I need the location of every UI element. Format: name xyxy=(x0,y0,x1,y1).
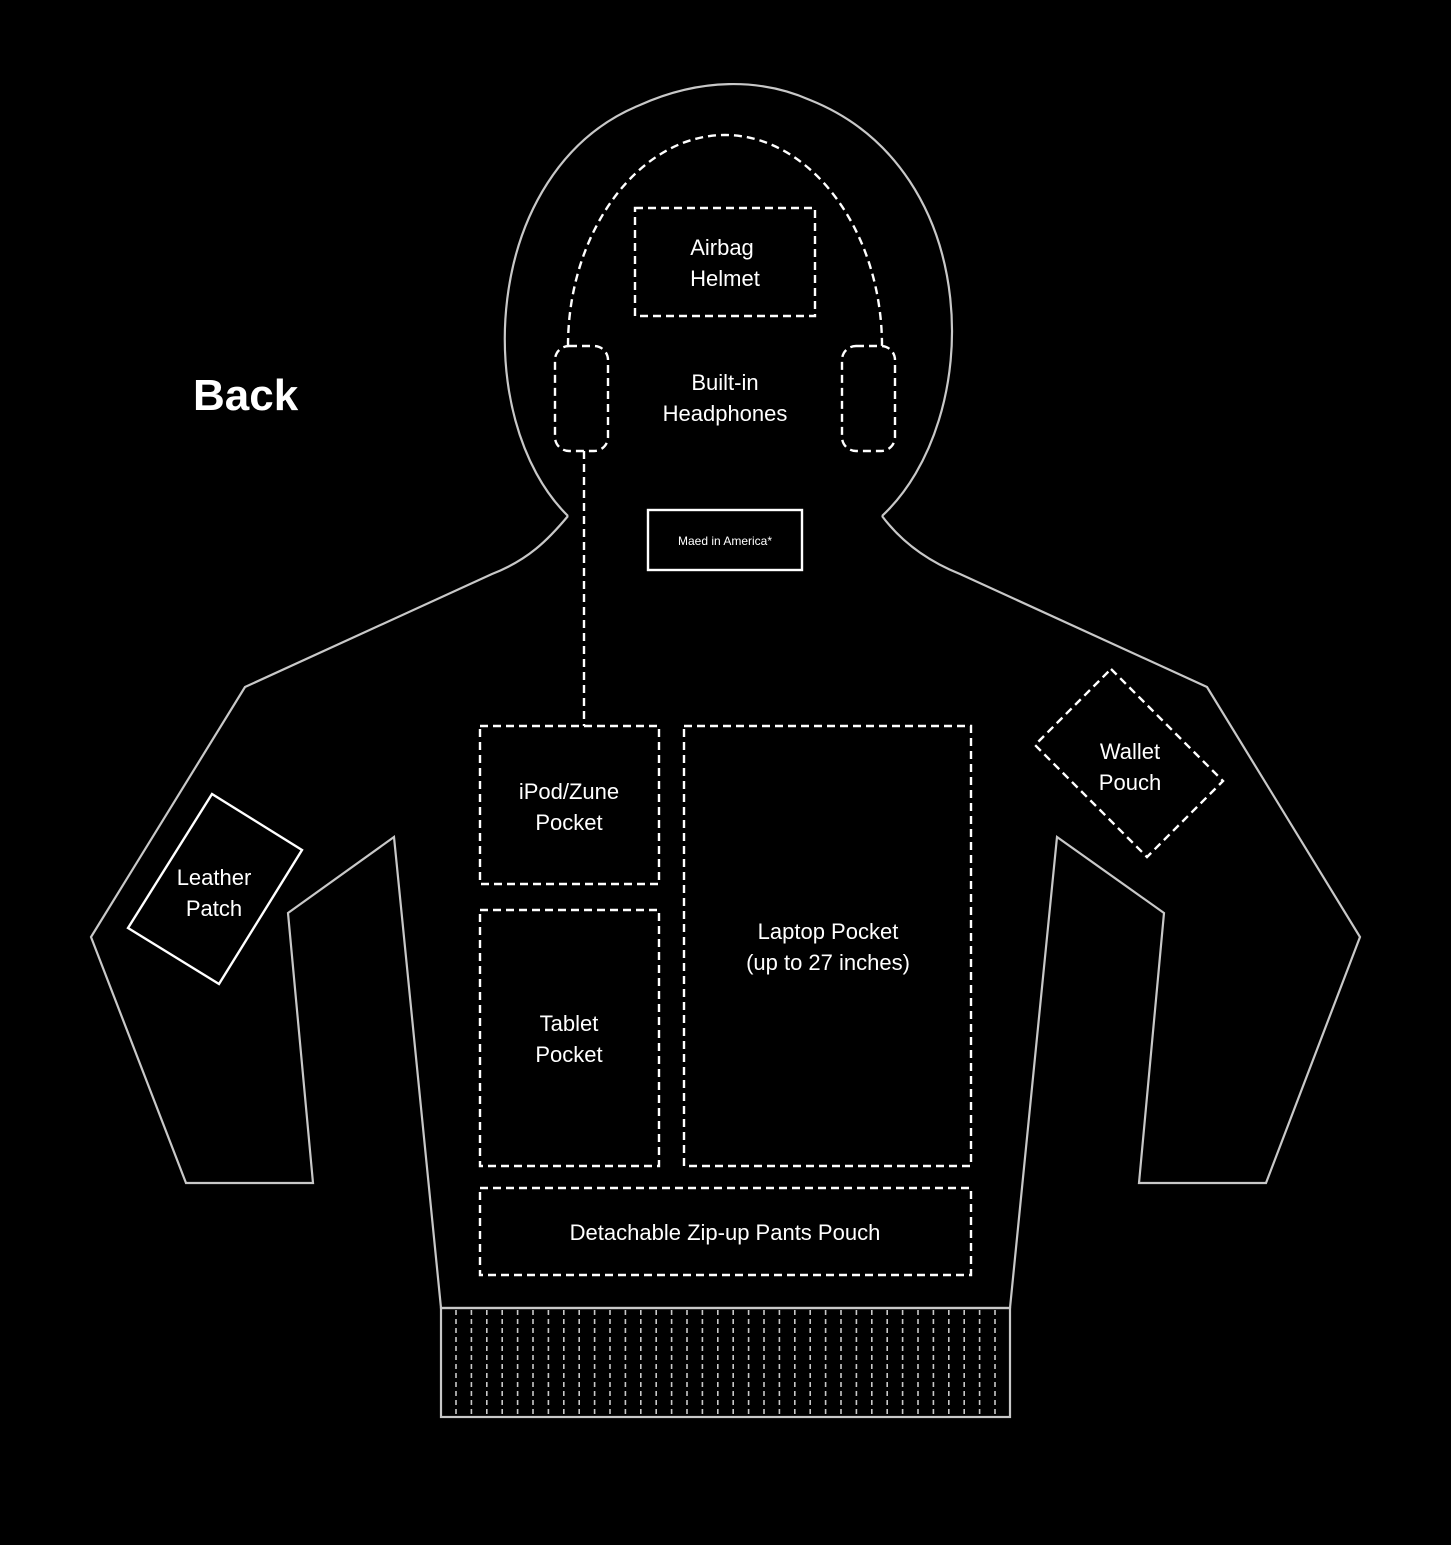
hood-outline xyxy=(503,83,954,517)
airbag-helmet-box xyxy=(633,206,817,318)
leather-patch-label-line1: Leather xyxy=(177,865,252,890)
ipod-pocket-label-line1: iPod/Zune xyxy=(519,779,619,804)
leather-patch-label-line2: Patch xyxy=(186,896,242,921)
headphones-label-line1: Built-in xyxy=(691,370,758,395)
laptop-pocket-label-line1: Laptop Pocket xyxy=(758,919,899,944)
wallet-pouch-label-line2: Pouch xyxy=(1099,770,1161,795)
view-title: Back xyxy=(193,371,299,420)
airbag-helmet-label-line1: Airbag xyxy=(690,235,754,260)
made-in-america-tag xyxy=(646,508,804,572)
airbag-helmet-label-line2: Helmet xyxy=(690,266,760,291)
leather-patch-box xyxy=(126,792,304,986)
tablet-pocket-label-line1: Tablet xyxy=(540,1011,599,1036)
right-headphone-cup xyxy=(840,344,897,453)
wallet-pouch-label-line1: Wallet xyxy=(1100,739,1160,764)
wallet-pouch-box xyxy=(1033,667,1225,859)
ipod-pocket-box xyxy=(478,724,661,886)
left-headphone-cup xyxy=(553,344,610,453)
ipod-pocket-label-line2: Pocket xyxy=(535,810,602,835)
tag-label: Maed in America* xyxy=(678,534,772,548)
laptop-pocket-box xyxy=(682,724,973,1168)
pants-pouch-label: Detachable Zip-up Pants Pouch xyxy=(570,1220,881,1245)
hoodie-body-outline xyxy=(89,515,1362,1310)
tablet-pocket-label-line2: Pocket xyxy=(535,1042,602,1067)
laptop-pocket-label-line2: (up to 27 inches) xyxy=(746,950,910,975)
headband-wire xyxy=(566,133,884,347)
tablet-pocket-box xyxy=(478,908,661,1168)
waistband xyxy=(439,1306,1012,1419)
pants-pouch-box xyxy=(478,1186,973,1277)
headphones-label-line2: Headphones xyxy=(663,401,788,426)
